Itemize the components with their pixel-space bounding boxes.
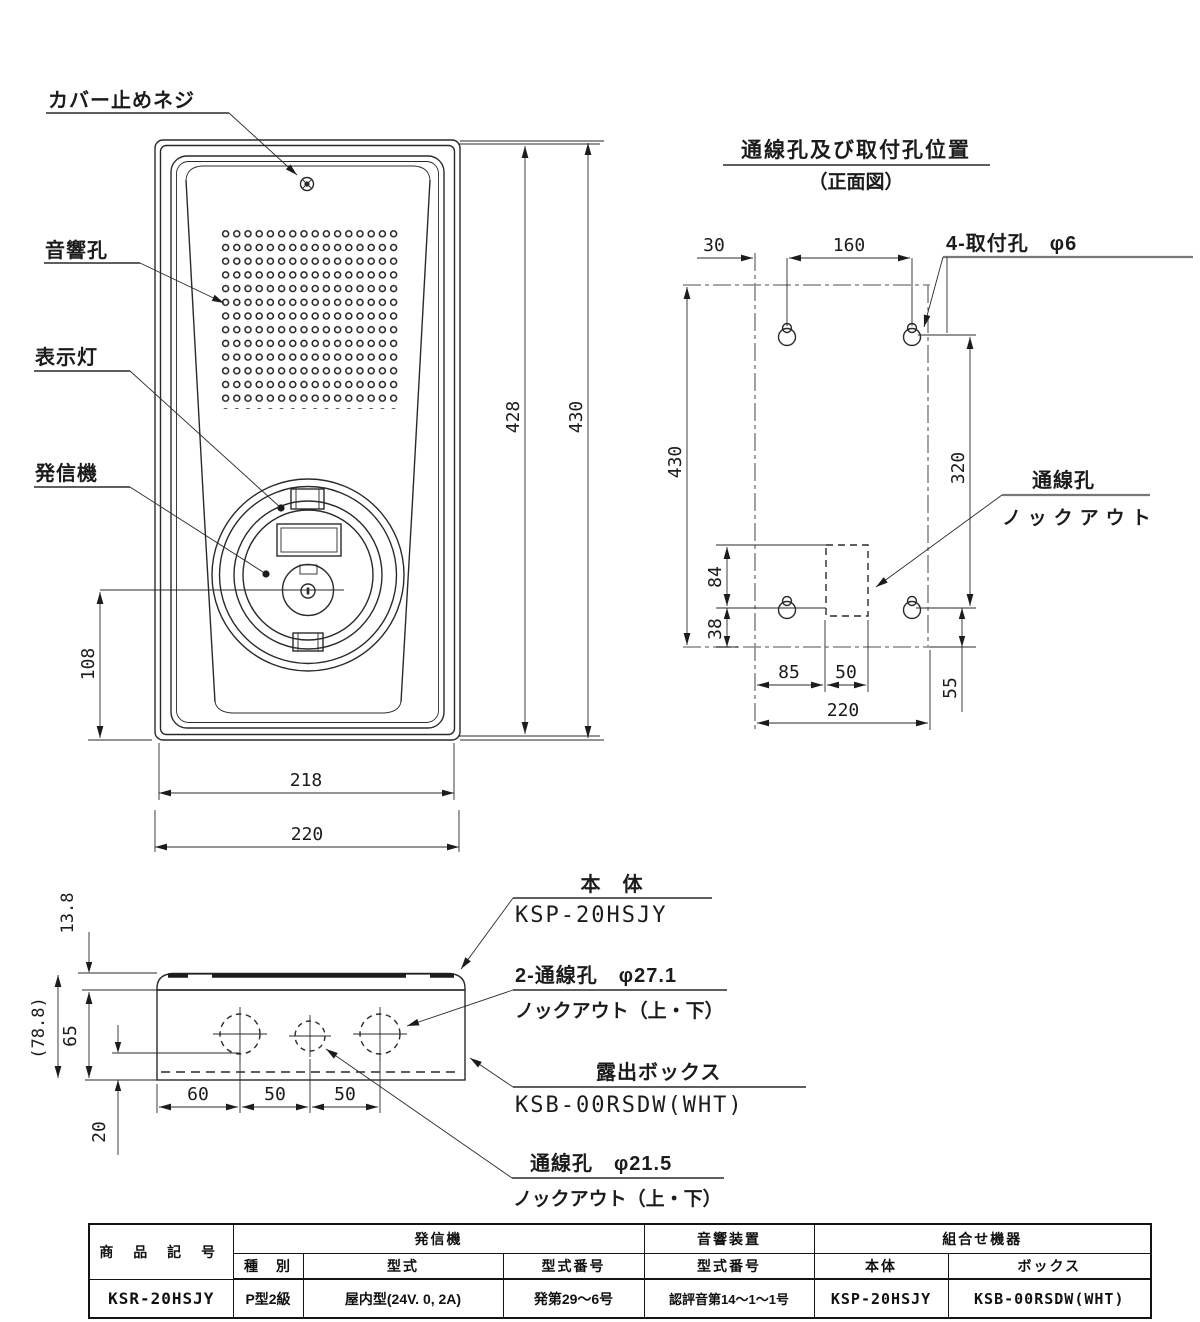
keyhole-bottom-left — [777, 595, 797, 620]
dim-38: 38 — [705, 618, 726, 640]
indicator-window — [276, 523, 342, 557]
cell-model: 屋内型(24V. 0, 2A) — [302, 1278, 504, 1319]
mounting-keyholes — [777, 258, 922, 620]
dim-84: 84 — [705, 566, 726, 588]
dim-55: 55 — [940, 677, 961, 699]
bottom-tab — [292, 632, 324, 652]
dim-50k: 50 — [835, 662, 857, 683]
dim-50a: 50 — [264, 1084, 286, 1105]
wiring-knockout-rect — [825, 544, 869, 617]
keyhole-top-left — [777, 322, 797, 347]
wiring2-label: 2-通線孔 φ27.1 — [515, 963, 677, 987]
plate-outline — [683, 253, 930, 730]
cell-kind: P型2級 — [232, 1278, 304, 1319]
wiring-hole-label: 通線孔 — [1032, 468, 1095, 492]
col-sounder-model-no: 型式番号 — [643, 1252, 815, 1280]
callout-transmitter: 発信機 — [34, 461, 270, 578]
group-sounder: 音響装置 — [643, 1223, 815, 1254]
dim-430: 430 — [566, 401, 587, 434]
callout-cover-screw: カバー止めネジ — [46, 89, 298, 176]
knockout-circle-right — [353, 1007, 407, 1061]
mounting-hole-label: 4-取付孔 φ6 — [946, 231, 1077, 255]
hole-diagram-dimensions: 30 160 430 320 84 38 55 — [665, 235, 976, 730]
hole-position-diagram: 通線孔及び取付孔位置 （正面図） — [665, 138, 1193, 730]
callout-wiring-knockout: 通線孔 ノックアウト — [875, 468, 1158, 588]
wiring1-sub: ノックアウト（上・下） — [513, 1187, 722, 1210]
callout-wiring2: 2-通線孔 φ27.1 ノックアウト（上・下） — [406, 963, 727, 1027]
wiring1-label: 通線孔 φ21.5 — [530, 1151, 672, 1175]
wiring-hole-sub-label: ノックアウト — [1002, 507, 1158, 529]
keyhole-top-right — [902, 322, 922, 347]
cell-body: KSP-20HSJY — [813, 1278, 949, 1319]
transmitter-assembly — [100, 478, 405, 672]
col-body: 本体 — [813, 1252, 949, 1280]
box-label: 露出ボックス — [596, 1061, 721, 1084]
spec-table: 商 品 記 号 発信機 音響装置 組合せ機器 種 別 型式 型式番号 型式番号 … — [88, 1223, 1153, 1319]
front-view-dimensions: 428 430 108 218 220 — [78, 140, 604, 852]
front-view: カバー止めネジ 音響孔 表示灯 発信機 — [34, 89, 604, 852]
cell-product-code: KSR-20HSJY — [88, 1278, 234, 1319]
col-kind: 種 別 — [232, 1252, 304, 1280]
device-outline — [154, 139, 461, 741]
side-view: 13.8 (78.8) 65 20 60 50 50 — [29, 872, 806, 1210]
dim-220: 220 — [291, 824, 324, 845]
callout-body: 本 体 KSP-20HSJY — [460, 872, 712, 970]
cover-screw-label: カバー止めネジ — [48, 89, 195, 112]
dim-160: 160 — [833, 235, 866, 256]
dim-320: 320 — [948, 452, 969, 485]
dim-108: 108 — [78, 648, 99, 681]
group-transmitter: 発信機 — [232, 1223, 645, 1254]
dim-20: 20 — [89, 1121, 110, 1143]
side-view-dimensions: 13.8 (78.8) 65 20 60 50 50 — [29, 893, 381, 1155]
cell-model-no: 発第29～6号 — [502, 1278, 645, 1319]
dim-220-right: 220 — [827, 700, 860, 721]
indicator-lamp-label: 表示灯 — [35, 345, 98, 369]
col-box: ボックス — [947, 1252, 1152, 1280]
col-model: 型式 — [302, 1252, 504, 1280]
dim-50b: 50 — [334, 1084, 356, 1105]
callout-indicator-lamp: 表示灯 — [34, 345, 285, 512]
table-row: KSR-20HSJY P型2級 屋内型(24V. 0, 2A) 発第29～6号 … — [88, 1278, 1152, 1319]
top-tab — [290, 488, 325, 510]
keyhole-bottom-right — [902, 595, 922, 620]
callout-mounting-holes: 4-取付孔 φ6 — [923, 231, 1193, 333]
cell-box: KSB-00RSDW(WHT) — [947, 1278, 1152, 1319]
col-product-code: 商 品 記 号 — [88, 1223, 234, 1280]
dim-65: 65 — [60, 1025, 81, 1047]
col-model-no: 型式番号 — [502, 1252, 645, 1280]
dim-428: 428 — [503, 401, 524, 434]
box-model: KSB-00RSDW(WHT) — [515, 1093, 744, 1118]
transmitter-label: 発信機 — [34, 461, 98, 485]
callout-wiring1: 通線孔 φ21.5 ノックアウト（上・下） — [325, 1048, 724, 1210]
callout-sound-holes: 音響孔 — [44, 238, 225, 304]
speaker-grille — [220, 227, 398, 409]
group-combination: 組合せ機器 — [813, 1223, 1152, 1254]
dim-13-8: 13.8 — [58, 893, 78, 934]
dim-30: 30 — [703, 235, 725, 256]
dim-430-right: 430 — [665, 446, 686, 479]
hole-diagram-subtitle: （正面図） — [808, 170, 903, 193]
knockout-circle-middle — [289, 1015, 331, 1057]
wiring2-sub: ノックアウト（上・下） — [515, 999, 724, 1022]
hole-diagram-title: 通線孔及び取付孔位置 — [741, 138, 971, 162]
knockout-circle-left — [213, 1007, 267, 1061]
dim-60: 60 — [187, 1084, 209, 1105]
dim-85: 85 — [778, 662, 800, 683]
callout-box: 露出ボックス KSB-00RSDW(WHT) — [469, 1057, 806, 1118]
cover-screw — [299, 176, 315, 192]
body-model: KSP-20HSJY — [515, 903, 667, 928]
body-label: 本 体 — [581, 872, 644, 896]
sound-holes-label: 音響孔 — [45, 238, 108, 262]
side-body — [156, 972, 466, 1081]
cell-sounder-model-no: 認評音第14～1～1号 — [643, 1278, 815, 1319]
dim-78-8: (78.8) — [29, 997, 49, 1058]
dim-218: 218 — [290, 770, 323, 791]
